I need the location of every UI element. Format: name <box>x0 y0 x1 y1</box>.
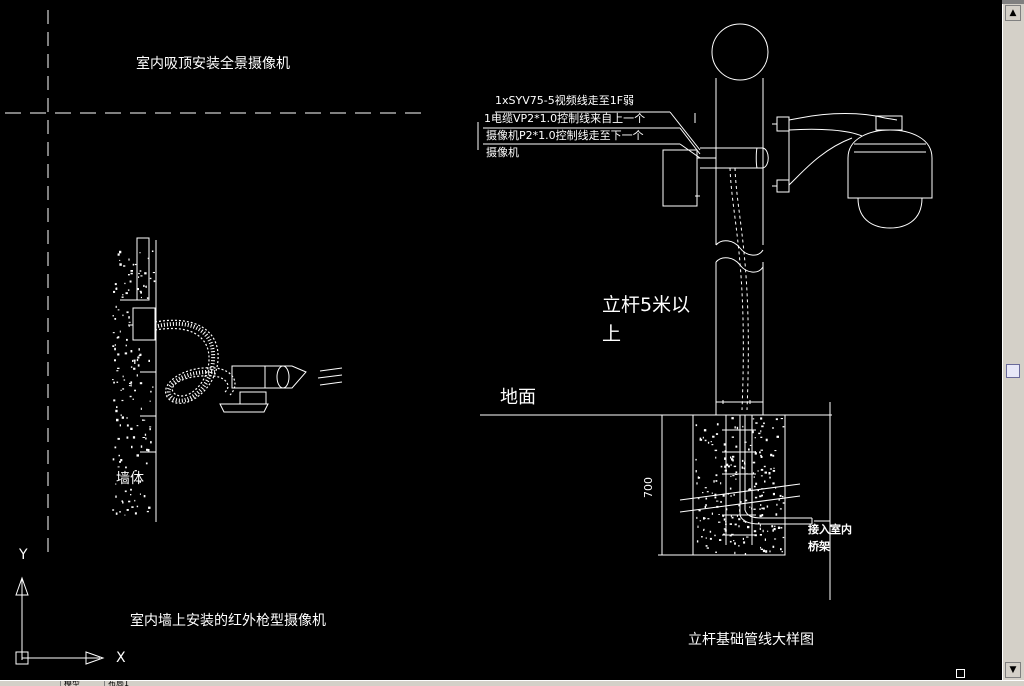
wall-label: 墙体 <box>116 471 144 487</box>
flexible-conduit <box>154 319 236 404</box>
pole <box>700 23 769 411</box>
dimension-700 <box>658 414 693 556</box>
connect-label-2: 桥架 <box>808 540 830 553</box>
scroll-down-button[interactable]: ▼ <box>1005 662 1021 678</box>
dome-camera <box>772 113 933 229</box>
tab-layout-1[interactable]: 布局1 <box>104 681 132 686</box>
depth-dimension-text: 700 <box>642 477 655 498</box>
drawing-canvas[interactable]: 室内吸顶安装全景摄像机 墙体 室内墙上安装的红外枪型摄像机 1xSYV75-5视… <box>0 0 1002 680</box>
annotation-line-3: 摄像机P2*1.0控制线走至下一个 <box>486 129 644 142</box>
caption-bottom-right: 立杆基础管线大样图 <box>688 632 814 648</box>
junction-box <box>662 113 716 207</box>
ground-label: 地面 <box>500 387 536 408</box>
bullet-camera <box>219 365 343 413</box>
scroll-thumb[interactable] <box>1006 364 1020 378</box>
wall-section <box>120 237 157 522</box>
title-top-left: 室内吸顶安装全景摄像机 <box>136 56 290 72</box>
annotation-line-2: 1电缆VP2*1.0控制线来自上一个 <box>484 112 646 125</box>
caption-bottom-left: 室内墙上安装的红外枪型摄像机 <box>130 613 326 629</box>
pole-height-line-1: 立杆5米以 <box>602 294 691 316</box>
foundation <box>679 400 830 556</box>
foundation-hatching <box>695 417 785 556</box>
scroll-up-button[interactable]: ▲ <box>1005 5 1021 21</box>
scroll-up-arrow-icon: ▲ <box>1009 8 1017 18</box>
cad-drawing <box>5 10 933 665</box>
ucs-x-label: X <box>116 650 126 666</box>
pole-height-line-2: 上 <box>602 323 622 345</box>
layout-tab-bar: 模型 布局1 <box>0 680 1024 686</box>
viewport-corner-marker <box>956 669 965 678</box>
tab-model[interactable]: 模型 <box>60 681 83 686</box>
connect-label-1: 接入室内 <box>808 523 852 536</box>
annotation-leaders <box>477 111 701 159</box>
vertical-scrollbar[interactable]: ▲ ▼ <box>1002 4 1024 680</box>
scroll-down-arrow-icon: ▼ <box>1009 665 1017 675</box>
annotation-line-1: 1xSYV75-5视频线走至1F弱 <box>495 94 635 107</box>
ucs-icon <box>15 576 105 665</box>
wall-hatching <box>112 250 156 516</box>
ucs-y-label: Y <box>19 547 28 563</box>
annotation-line-4: 摄像机 <box>486 146 519 159</box>
